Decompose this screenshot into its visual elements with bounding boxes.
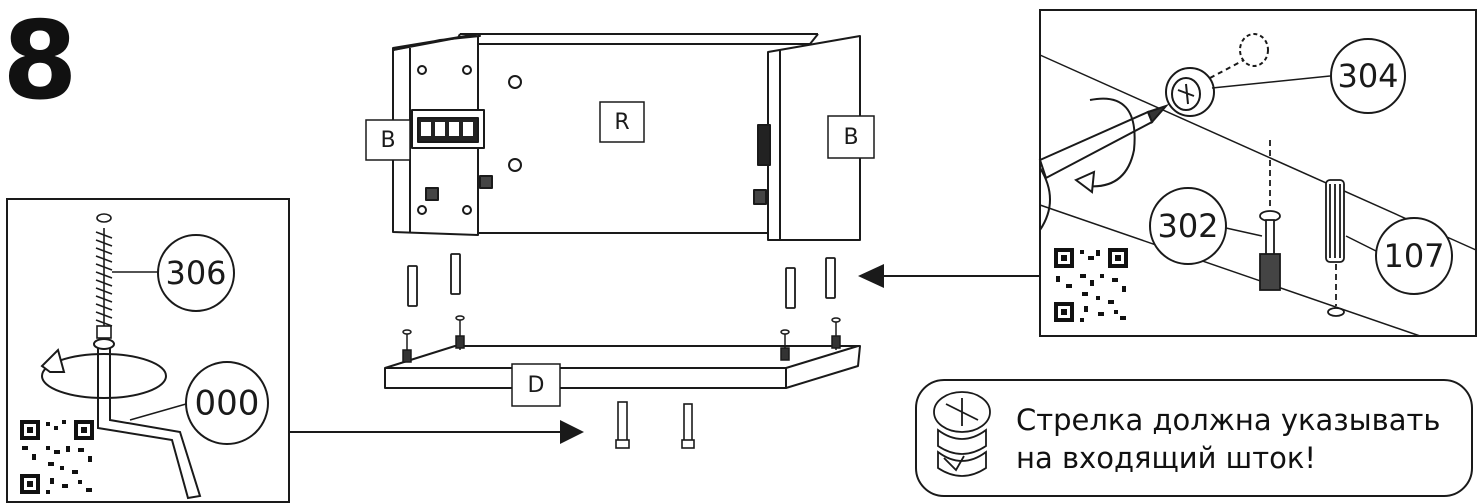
label-box-d: D — [511, 363, 561, 407]
part-label-b-right: B — [843, 125, 858, 150]
callout-000: 000 — [195, 384, 260, 424]
note-box: Стрелка должна указывать на входящий што… — [915, 379, 1473, 497]
cam-lock-symbol-icon — [933, 391, 991, 477]
label-box-r: R — [599, 101, 645, 143]
screw-detail-panel: 306 000 — [6, 198, 290, 503]
cam-lock-icon — [1165, 33, 1269, 117]
bottom-board-d — [384, 345, 861, 389]
panel-b-right — [767, 35, 861, 241]
callout-circle-302 — [1149, 187, 1227, 265]
part-label-d: D — [528, 373, 545, 398]
part-label-r: R — [614, 110, 629, 135]
qr-code-icon — [18, 418, 96, 496]
note-line-1: Стрелка должна указывать — [1016, 403, 1440, 437]
callout-circle-107 — [1375, 217, 1453, 295]
cam-bolt-icon — [1259, 140, 1281, 291]
callout-circle-304 — [1330, 38, 1406, 114]
cam-bolts-bottom — [402, 315, 841, 363]
callout-circle-306 — [157, 234, 235, 312]
callout-304: 304 — [1337, 57, 1398, 95]
label-box-b-right: B — [827, 115, 875, 159]
qr-code-icon — [1052, 246, 1130, 324]
arrow-right-to-dowels — [858, 264, 1040, 288]
screws-bottom — [615, 401, 695, 449]
dowel-icon — [1325, 179, 1345, 317]
note-line-2: на входящий шток! — [1016, 441, 1316, 475]
drawer-runner — [411, 109, 485, 149]
callout-circle-000 — [185, 361, 269, 445]
arrow-left-to-screws — [289, 420, 584, 444]
label-box-b-left: B — [365, 119, 411, 161]
dowels — [407, 253, 836, 309]
cam-detail-panel: 304 302 107 — [1038, 9, 1477, 337]
part-label-b-left: B — [380, 128, 395, 153]
callout-107: 107 — [1383, 237, 1444, 275]
hex-key-icon — [93, 338, 202, 500]
callout-302: 302 — [1157, 207, 1218, 245]
rotation-arrow-icon — [40, 348, 167, 399]
screwdriver-icon — [1038, 97, 1170, 231]
step-number: 8 — [2, 0, 77, 124]
callout-306: 306 — [165, 254, 226, 292]
screw-icon — [95, 213, 113, 339]
